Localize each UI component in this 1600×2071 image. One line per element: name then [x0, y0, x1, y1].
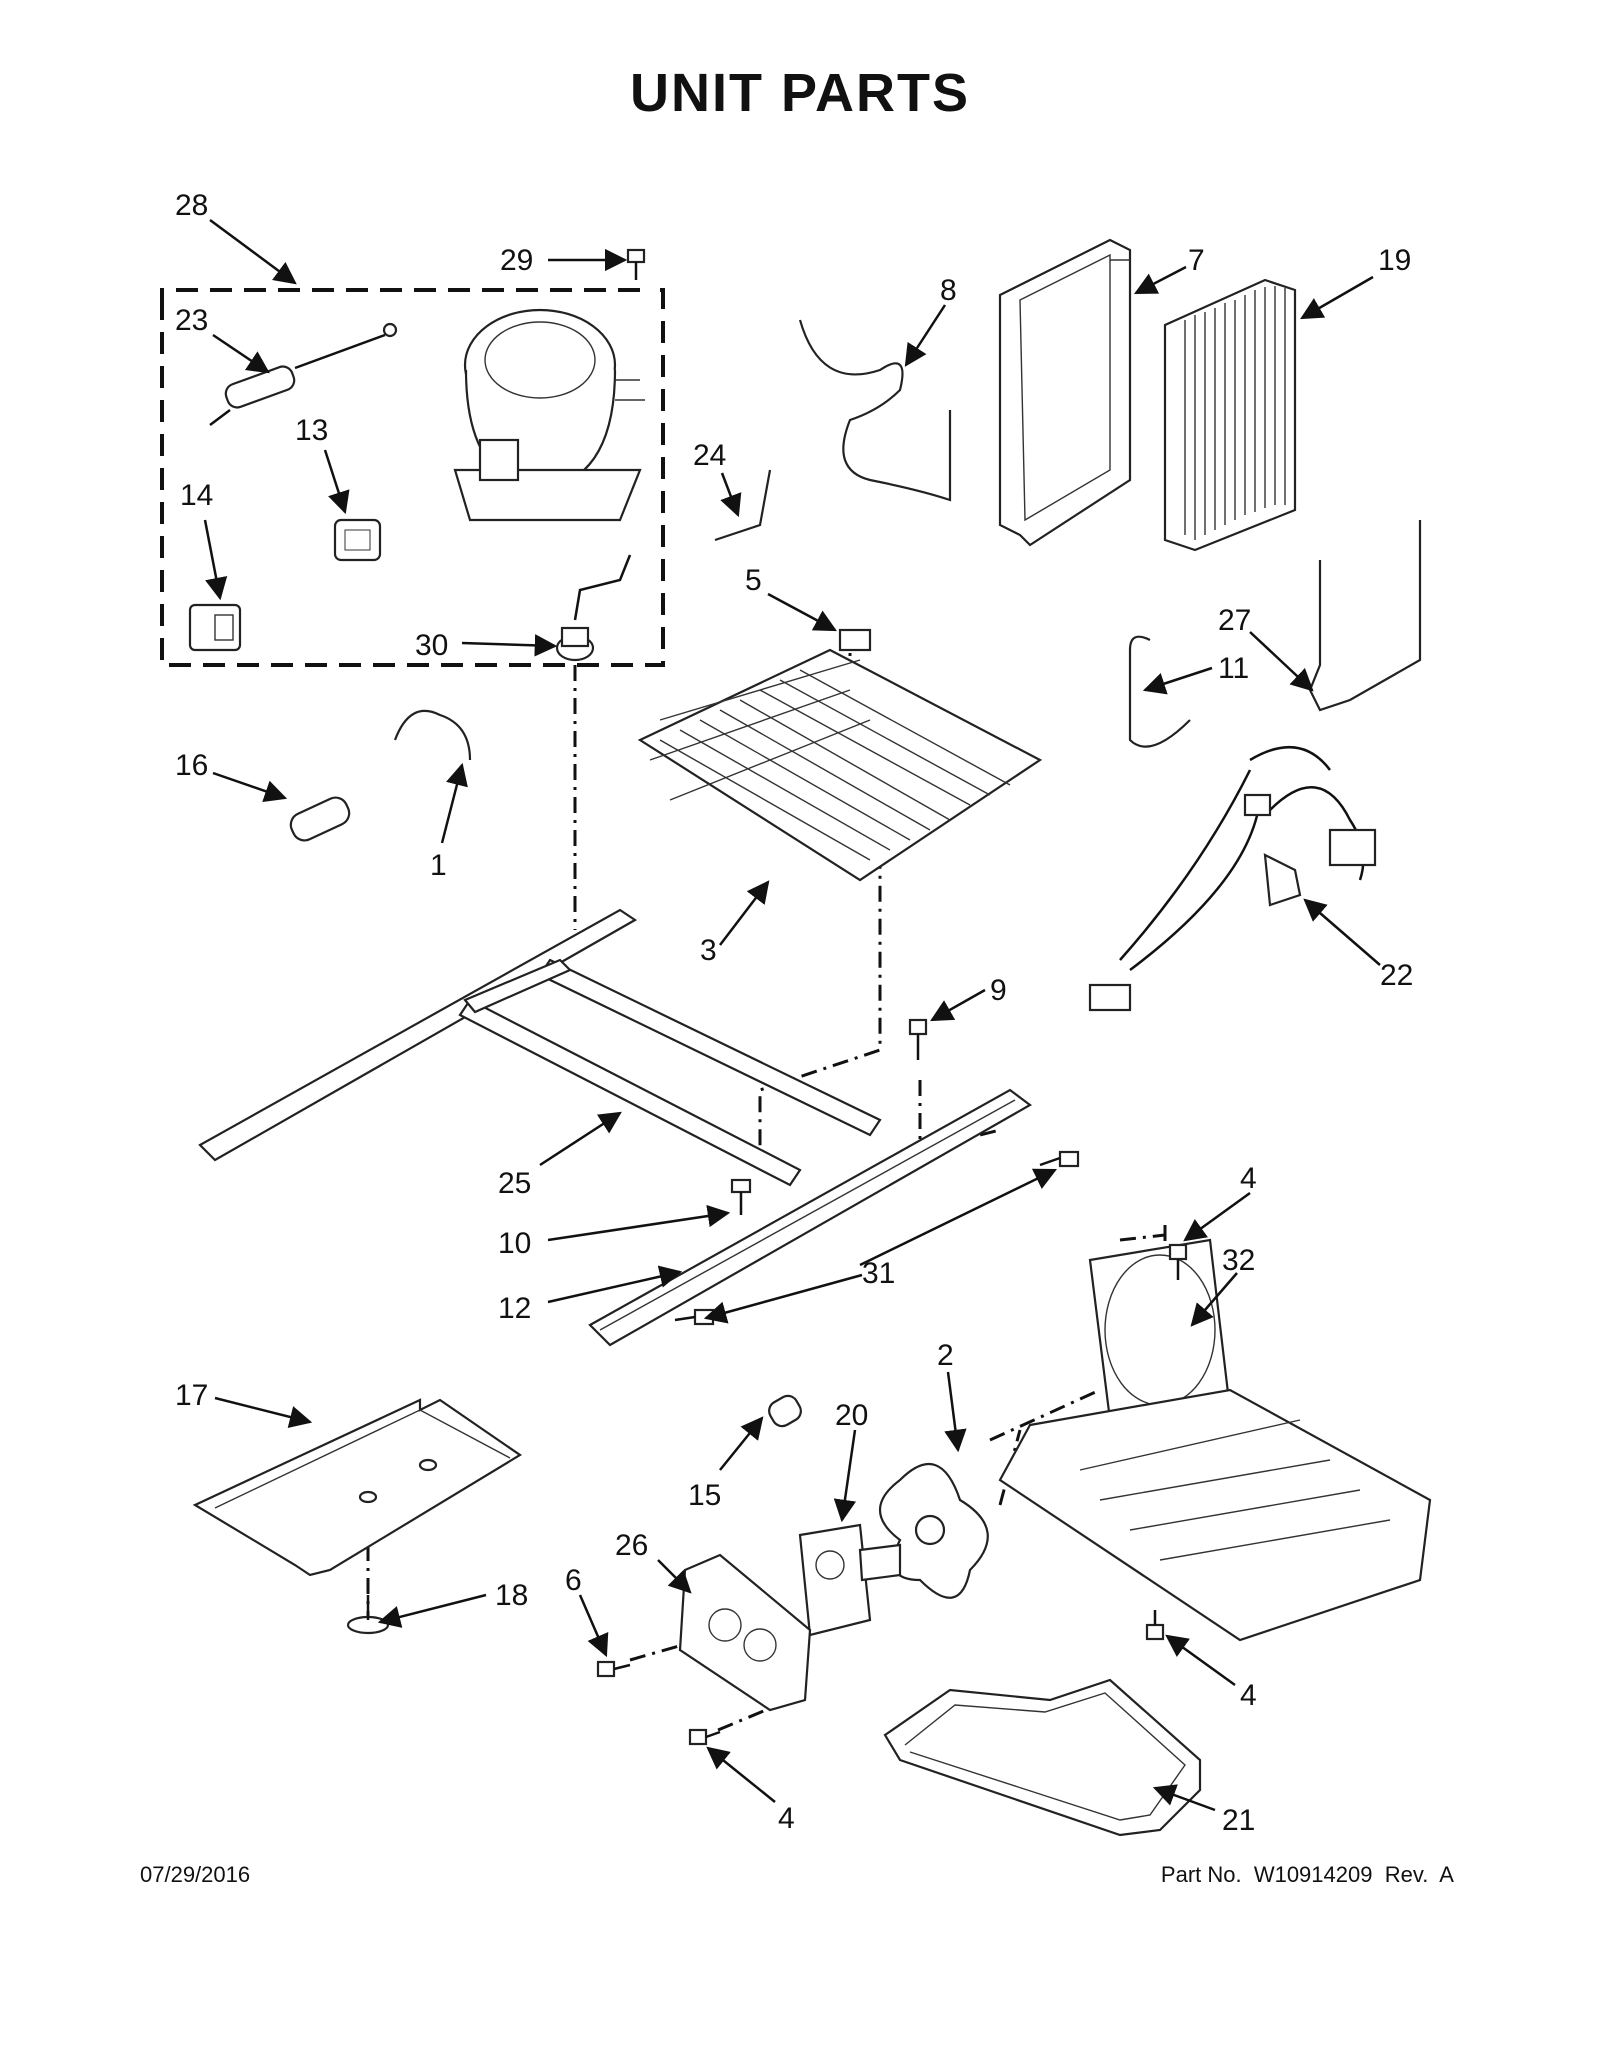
screw-part-4c [688, 1728, 721, 1746]
footer-part-number: Part No. W10914209 Rev. A [1160, 1862, 1454, 1887]
foot-part-18 [346, 1595, 390, 1635]
tube-part-27 [1308, 520, 1422, 712]
overload-part-14 [188, 603, 242, 652]
callout-4c: 4 [778, 1802, 795, 1835]
callout-1: 1 [430, 849, 447, 882]
callout-30: 30 [415, 629, 448, 662]
callout-12: 12 [498, 1292, 531, 1325]
callout-16: 16 [175, 749, 208, 782]
tube-part-8 [798, 319, 952, 502]
tube-part-16 [289, 796, 351, 842]
callout-9: 9 [990, 974, 1007, 1007]
compressor-kit-box [160, 288, 665, 667]
callout-5: 5 [745, 564, 762, 597]
grommet-part-15 [768, 1394, 802, 1428]
callout-27: 27 [1218, 604, 1251, 637]
callout-18: 18 [495, 1579, 528, 1612]
tube-part-24 [714, 469, 772, 542]
callout-numbers: 28 29 23 13 14 30 24 8 7 19 5 27 11 16 1… [175, 189, 1413, 1837]
callout-7: 7 [1188, 244, 1205, 277]
callout-22: 22 [1380, 959, 1413, 992]
callout-17: 17 [175, 1379, 208, 1412]
fan-motor-part-20 [798, 1523, 902, 1637]
assembly-line [989, 1388, 1101, 1442]
callout-13: 13 [295, 414, 328, 447]
drain-pan-part-21 [883, 1678, 1202, 1837]
callout-20: 20 [835, 1399, 868, 1432]
evaporator-cover-part-7 [998, 238, 1132, 547]
compressor-part [453, 308, 645, 522]
callout-32: 32 [1222, 1244, 1255, 1277]
callout-14: 14 [180, 479, 213, 512]
callout-19: 19 [1378, 244, 1411, 277]
callout-24: 24 [693, 439, 726, 472]
cover-part-17 [192, 1398, 523, 1577]
footer-date: 07/29/2016 [140, 1862, 251, 1887]
clip-part-5 [838, 628, 872, 652]
relay-part-13 [333, 518, 382, 562]
assembly-line [1119, 1233, 1166, 1242]
callout-10: 10 [498, 1227, 531, 1260]
assembly-line [629, 1638, 701, 1662]
tube-part-11 [1128, 635, 1191, 748]
assembly-line [758, 630, 882, 1150]
callout-3: 3 [700, 934, 717, 967]
rail-part-12 [588, 1088, 1032, 1347]
wire-harness-part-22 [1088, 745, 1377, 1012]
callout-4b: 4 [1240, 1679, 1257, 1712]
evaporator-part-19 [1163, 278, 1297, 552]
callout-8: 8 [940, 274, 957, 307]
screw-part-29 [626, 248, 646, 280]
callout-leaders [203, 218, 1381, 1812]
base-frame-part-25 [198, 908, 882, 1187]
tube-part-1 [393, 709, 472, 761]
callout-23: 23 [175, 304, 208, 337]
grommet-part-30 [555, 554, 632, 662]
machine-compartment-base [998, 1388, 1432, 1642]
assembly-line [717, 1698, 791, 1732]
callout-29: 29 [500, 244, 533, 277]
screw-part-4a [1168, 1243, 1188, 1280]
drier-part-23 [209, 322, 398, 426]
callout-31: 31 [862, 1257, 895, 1290]
callout-25: 25 [498, 1167, 531, 1200]
motor-bracket-part-26 [678, 1553, 812, 1712]
callout-15: 15 [688, 1479, 721, 1512]
callout-6: 6 [565, 1564, 582, 1597]
condenser-coil-part-3 [637, 648, 1043, 882]
callout-2: 2 [937, 1339, 954, 1372]
screw-part-6 [596, 1660, 631, 1678]
screw-part-10 [730, 1178, 752, 1215]
callout-28: 28 [175, 189, 208, 222]
screw-part-9 [908, 1018, 928, 1060]
callout-21: 21 [1222, 1804, 1255, 1837]
callout-26: 26 [615, 1529, 648, 1562]
screw-part-4b [1145, 1610, 1165, 1641]
fan-blade-part-2 [878, 1463, 989, 1599]
page-title: UNIT PARTS [630, 63, 970, 123]
callout-4a: 4 [1240, 1162, 1257, 1195]
callout-11: 11 [1218, 652, 1249, 685]
